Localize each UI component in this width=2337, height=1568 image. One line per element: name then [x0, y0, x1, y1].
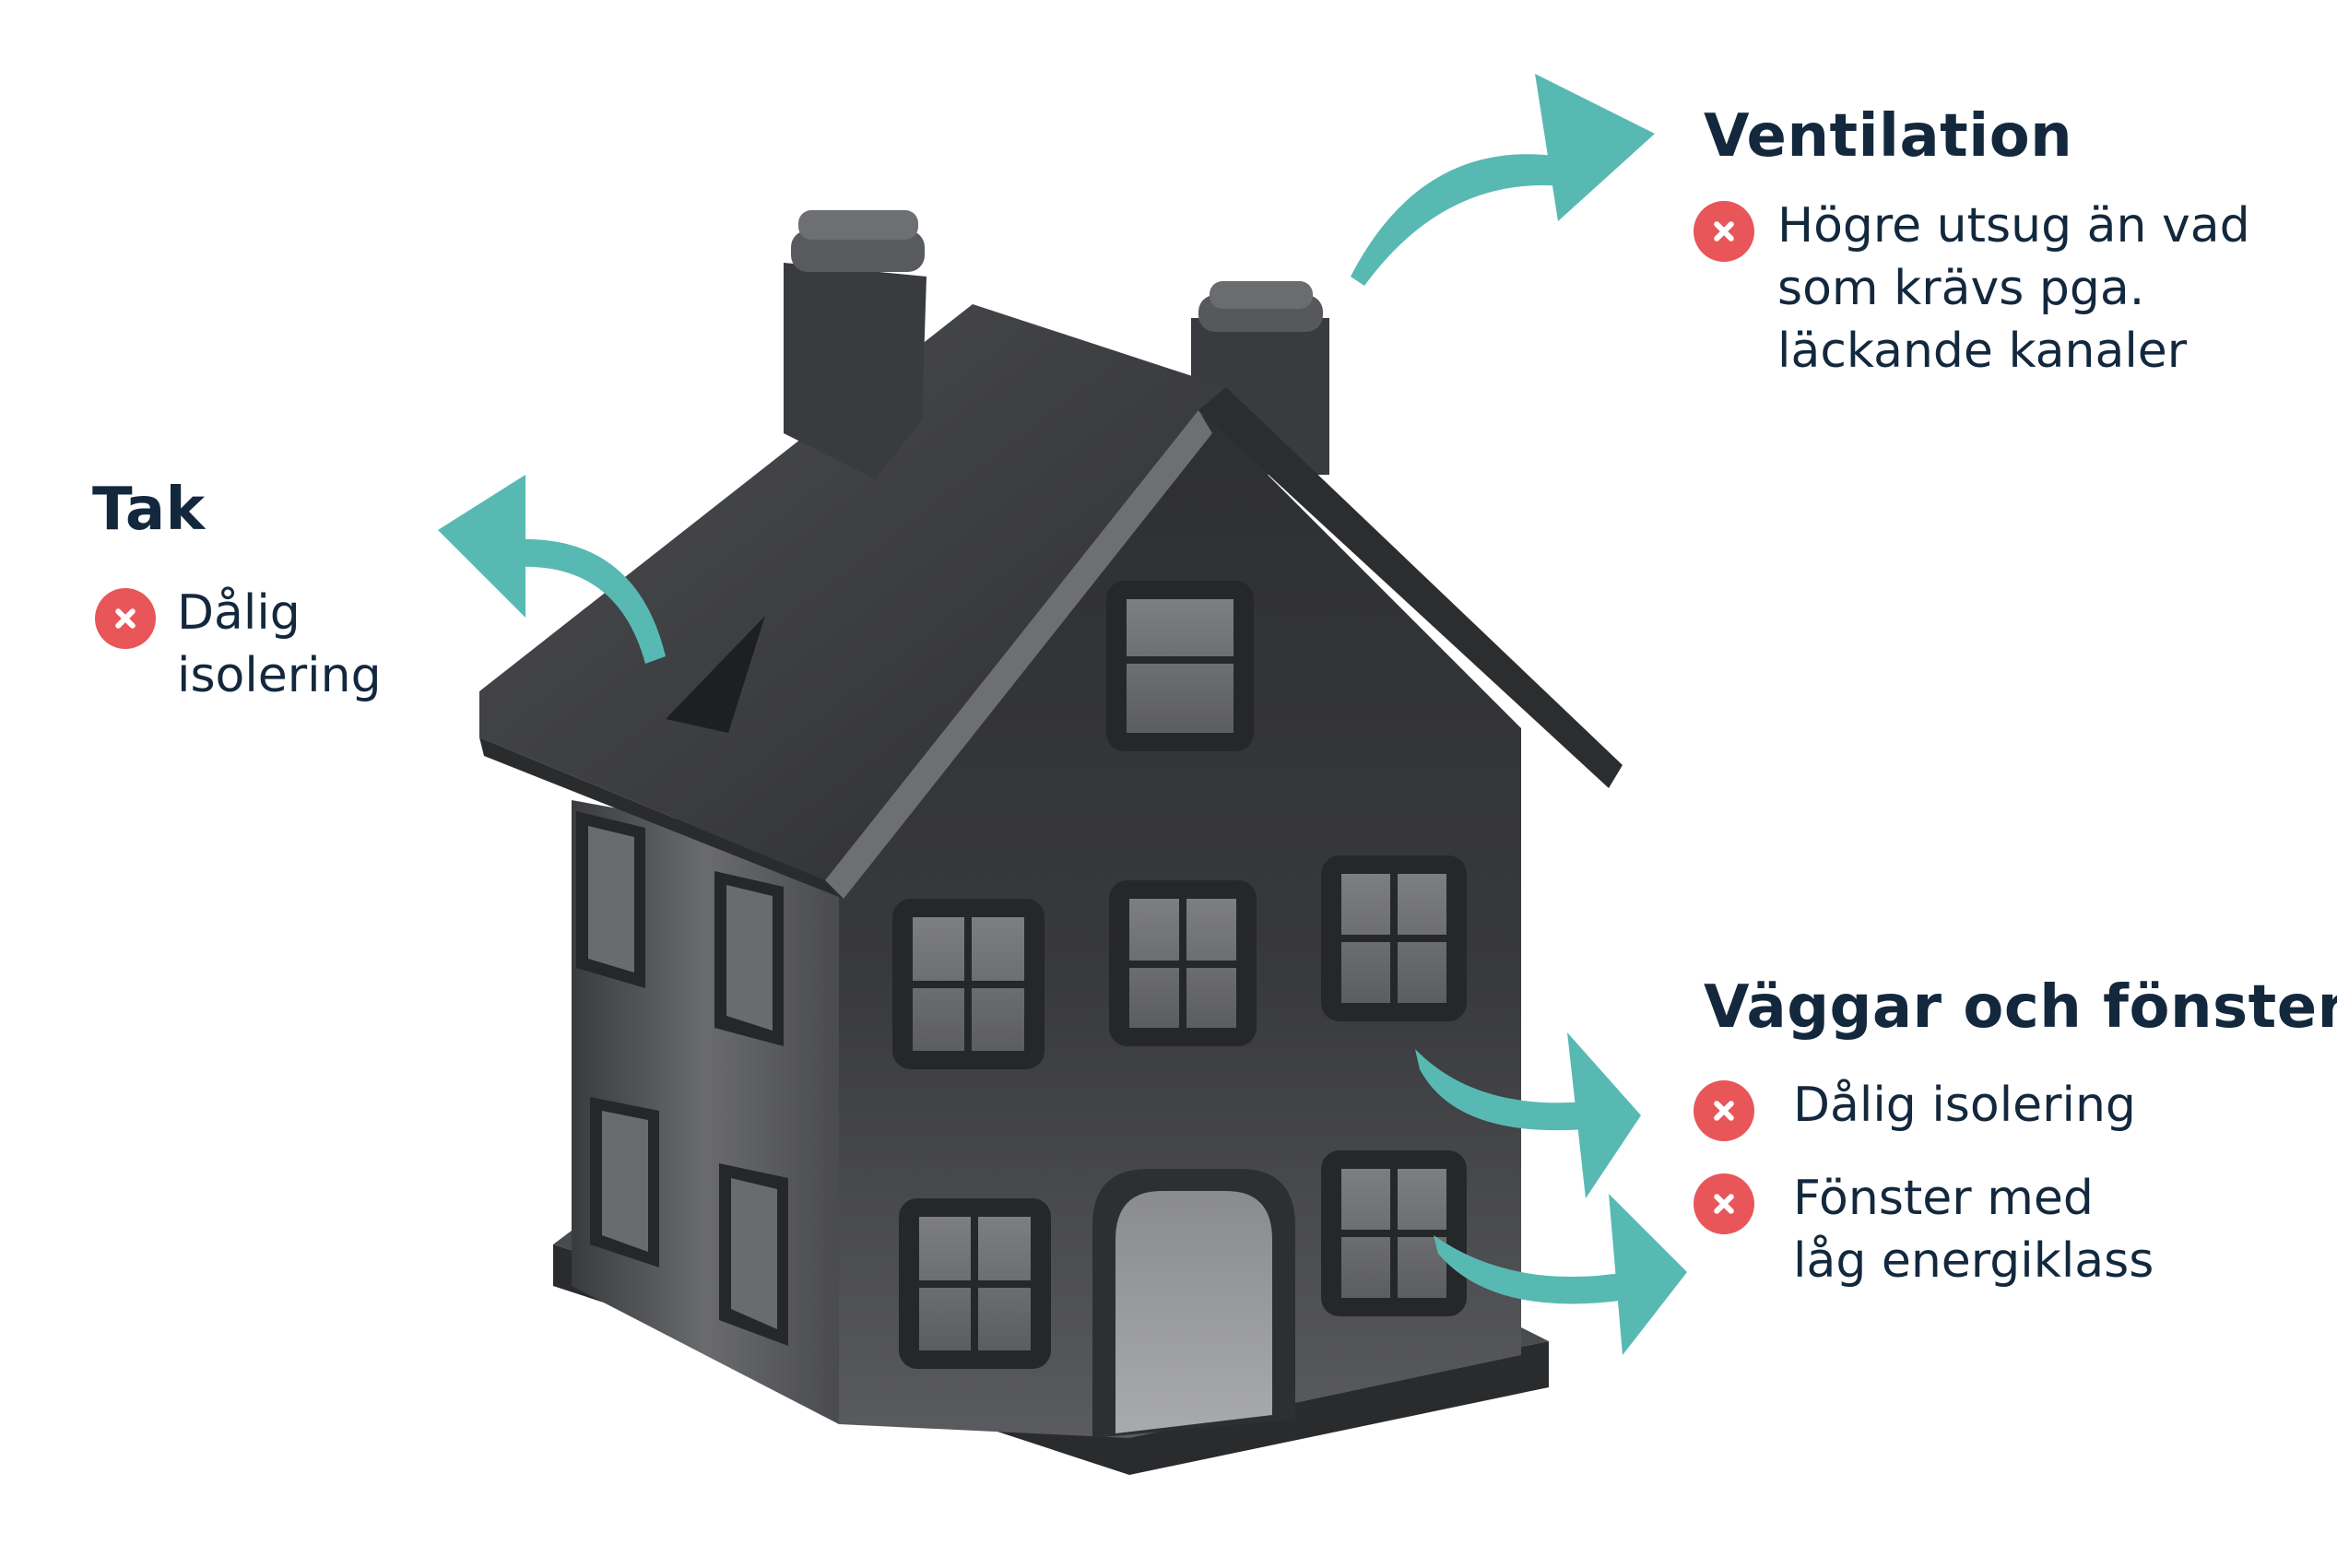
chimney-left	[784, 210, 927, 479]
front-door	[1092, 1169, 1295, 1438]
ventilation-item-line: läckande kanaler	[1777, 324, 2188, 379]
vaggar-heading: Väggar och fönster	[1704, 973, 2337, 1042]
house-base	[553, 1244, 1549, 1475]
ventilation-heading: Ventilation	[1704, 102, 2073, 171]
cross-icon	[1694, 201, 1754, 262]
arrows	[438, 74, 1687, 1355]
roof-vent	[666, 616, 765, 733]
side-windows	[576, 811, 788, 1346]
tak-section: Tak	[92, 475, 206, 546]
house-roof	[479, 304, 1226, 880]
vaggar-item-line: Dålig isolering	[1793, 1078, 2136, 1133]
ventilation-item-line: som krävs pga.	[1777, 261, 2145, 316]
arrow-walls-upper	[1415, 1032, 1641, 1198]
vaggar-item-line: Fönster med	[1793, 1171, 2094, 1226]
arrow-tak	[438, 475, 666, 664]
ventilation-section: Ventilation	[1704, 101, 2072, 172]
ventilation-item-line: Högre utsug än vad	[1777, 198, 2250, 253]
cross-icon	[1694, 1080, 1754, 1141]
attic-window	[1106, 581, 1254, 751]
arrow-ventilation	[1351, 74, 1655, 286]
tak-item-line: Dålig	[177, 585, 301, 641]
cross-icon	[95, 588, 156, 649]
arrow-walls-lower	[1434, 1194, 1687, 1355]
vaggar-section: Väggar och fönster	[1704, 973, 2337, 1043]
tak-item-line: isolering	[177, 648, 382, 703]
front-windows	[892, 855, 1467, 1369]
vaggar-item-line: låg energiklass	[1793, 1233, 2154, 1289]
tak-heading: Tak	[92, 476, 206, 544]
cross-icon	[1694, 1173, 1754, 1234]
